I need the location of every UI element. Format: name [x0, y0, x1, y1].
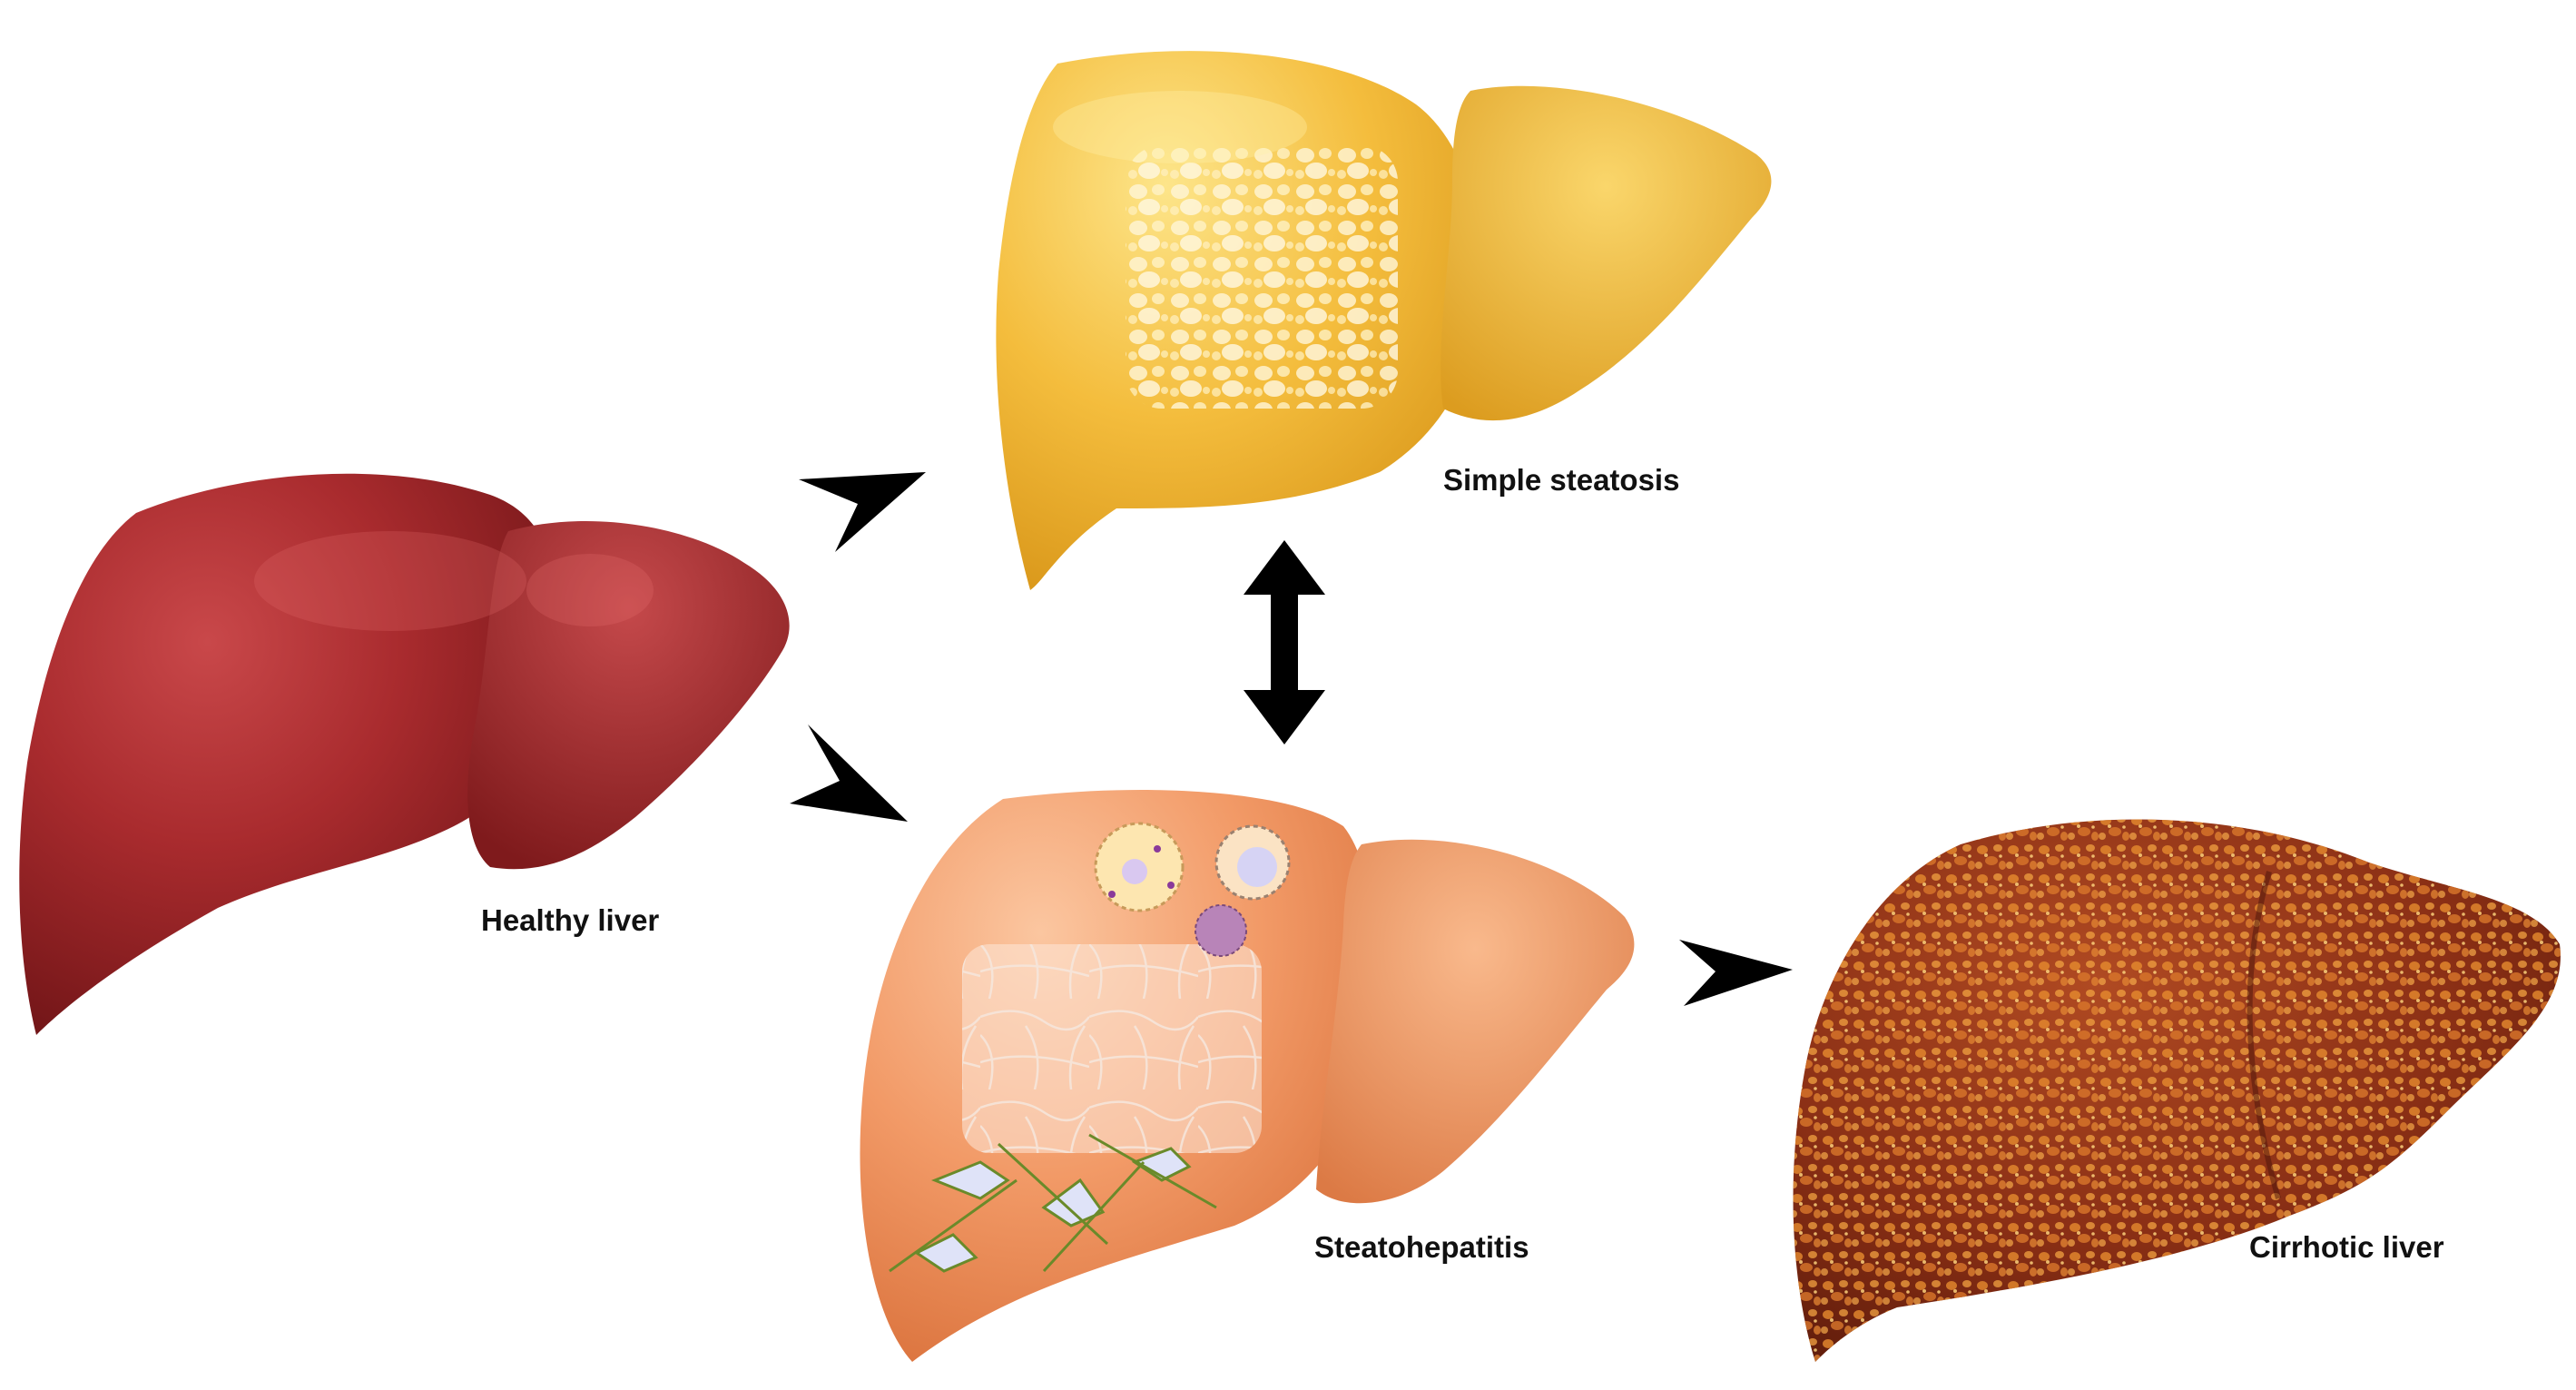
arrow-healthy-to-steatohepatitis	[790, 725, 908, 822]
steatosis-liver-illustration	[996, 51, 1772, 590]
steatohepatitis-liver-right-lobe	[1316, 839, 1635, 1204]
arrow-steatosis-steatohepatitis-bidirectional	[1244, 540, 1325, 744]
cirrhotic-liver-label: Cirrhotic liver	[2249, 1230, 2444, 1264]
simple-steatosis-label: Simple steatosis	[1443, 463, 1679, 497]
steatosis-liver-right-lobe	[1440, 85, 1772, 421]
steatohepatitis-liver-illustration	[860, 790, 1635, 1362]
stellate-cells	[889, 1133, 1217, 1273]
steatohepatitis-label: Steatohepatitis	[1314, 1230, 1529, 1264]
healthy-liver-right-lobe	[467, 520, 790, 870]
cirrhotic-liver-illustration	[1793, 819, 2561, 1362]
healthy-liver-left-lobe	[19, 473, 557, 1035]
cirrhotic-lobe-divider	[2247, 871, 2281, 1199]
healthy-liver-label: Healthy liver	[481, 903, 659, 937]
arrow-steatohepatitis-to-cirrhotic	[1679, 940, 1793, 1006]
fat-droplets-patch	[1126, 145, 1398, 409]
cirrhotic-nodules	[1793, 819, 2561, 1362]
inflammatory-cells	[1094, 822, 1291, 957]
arrow-healthy-to-steatosis	[799, 472, 926, 552]
healthy-liver-illustration	[19, 473, 790, 1035]
